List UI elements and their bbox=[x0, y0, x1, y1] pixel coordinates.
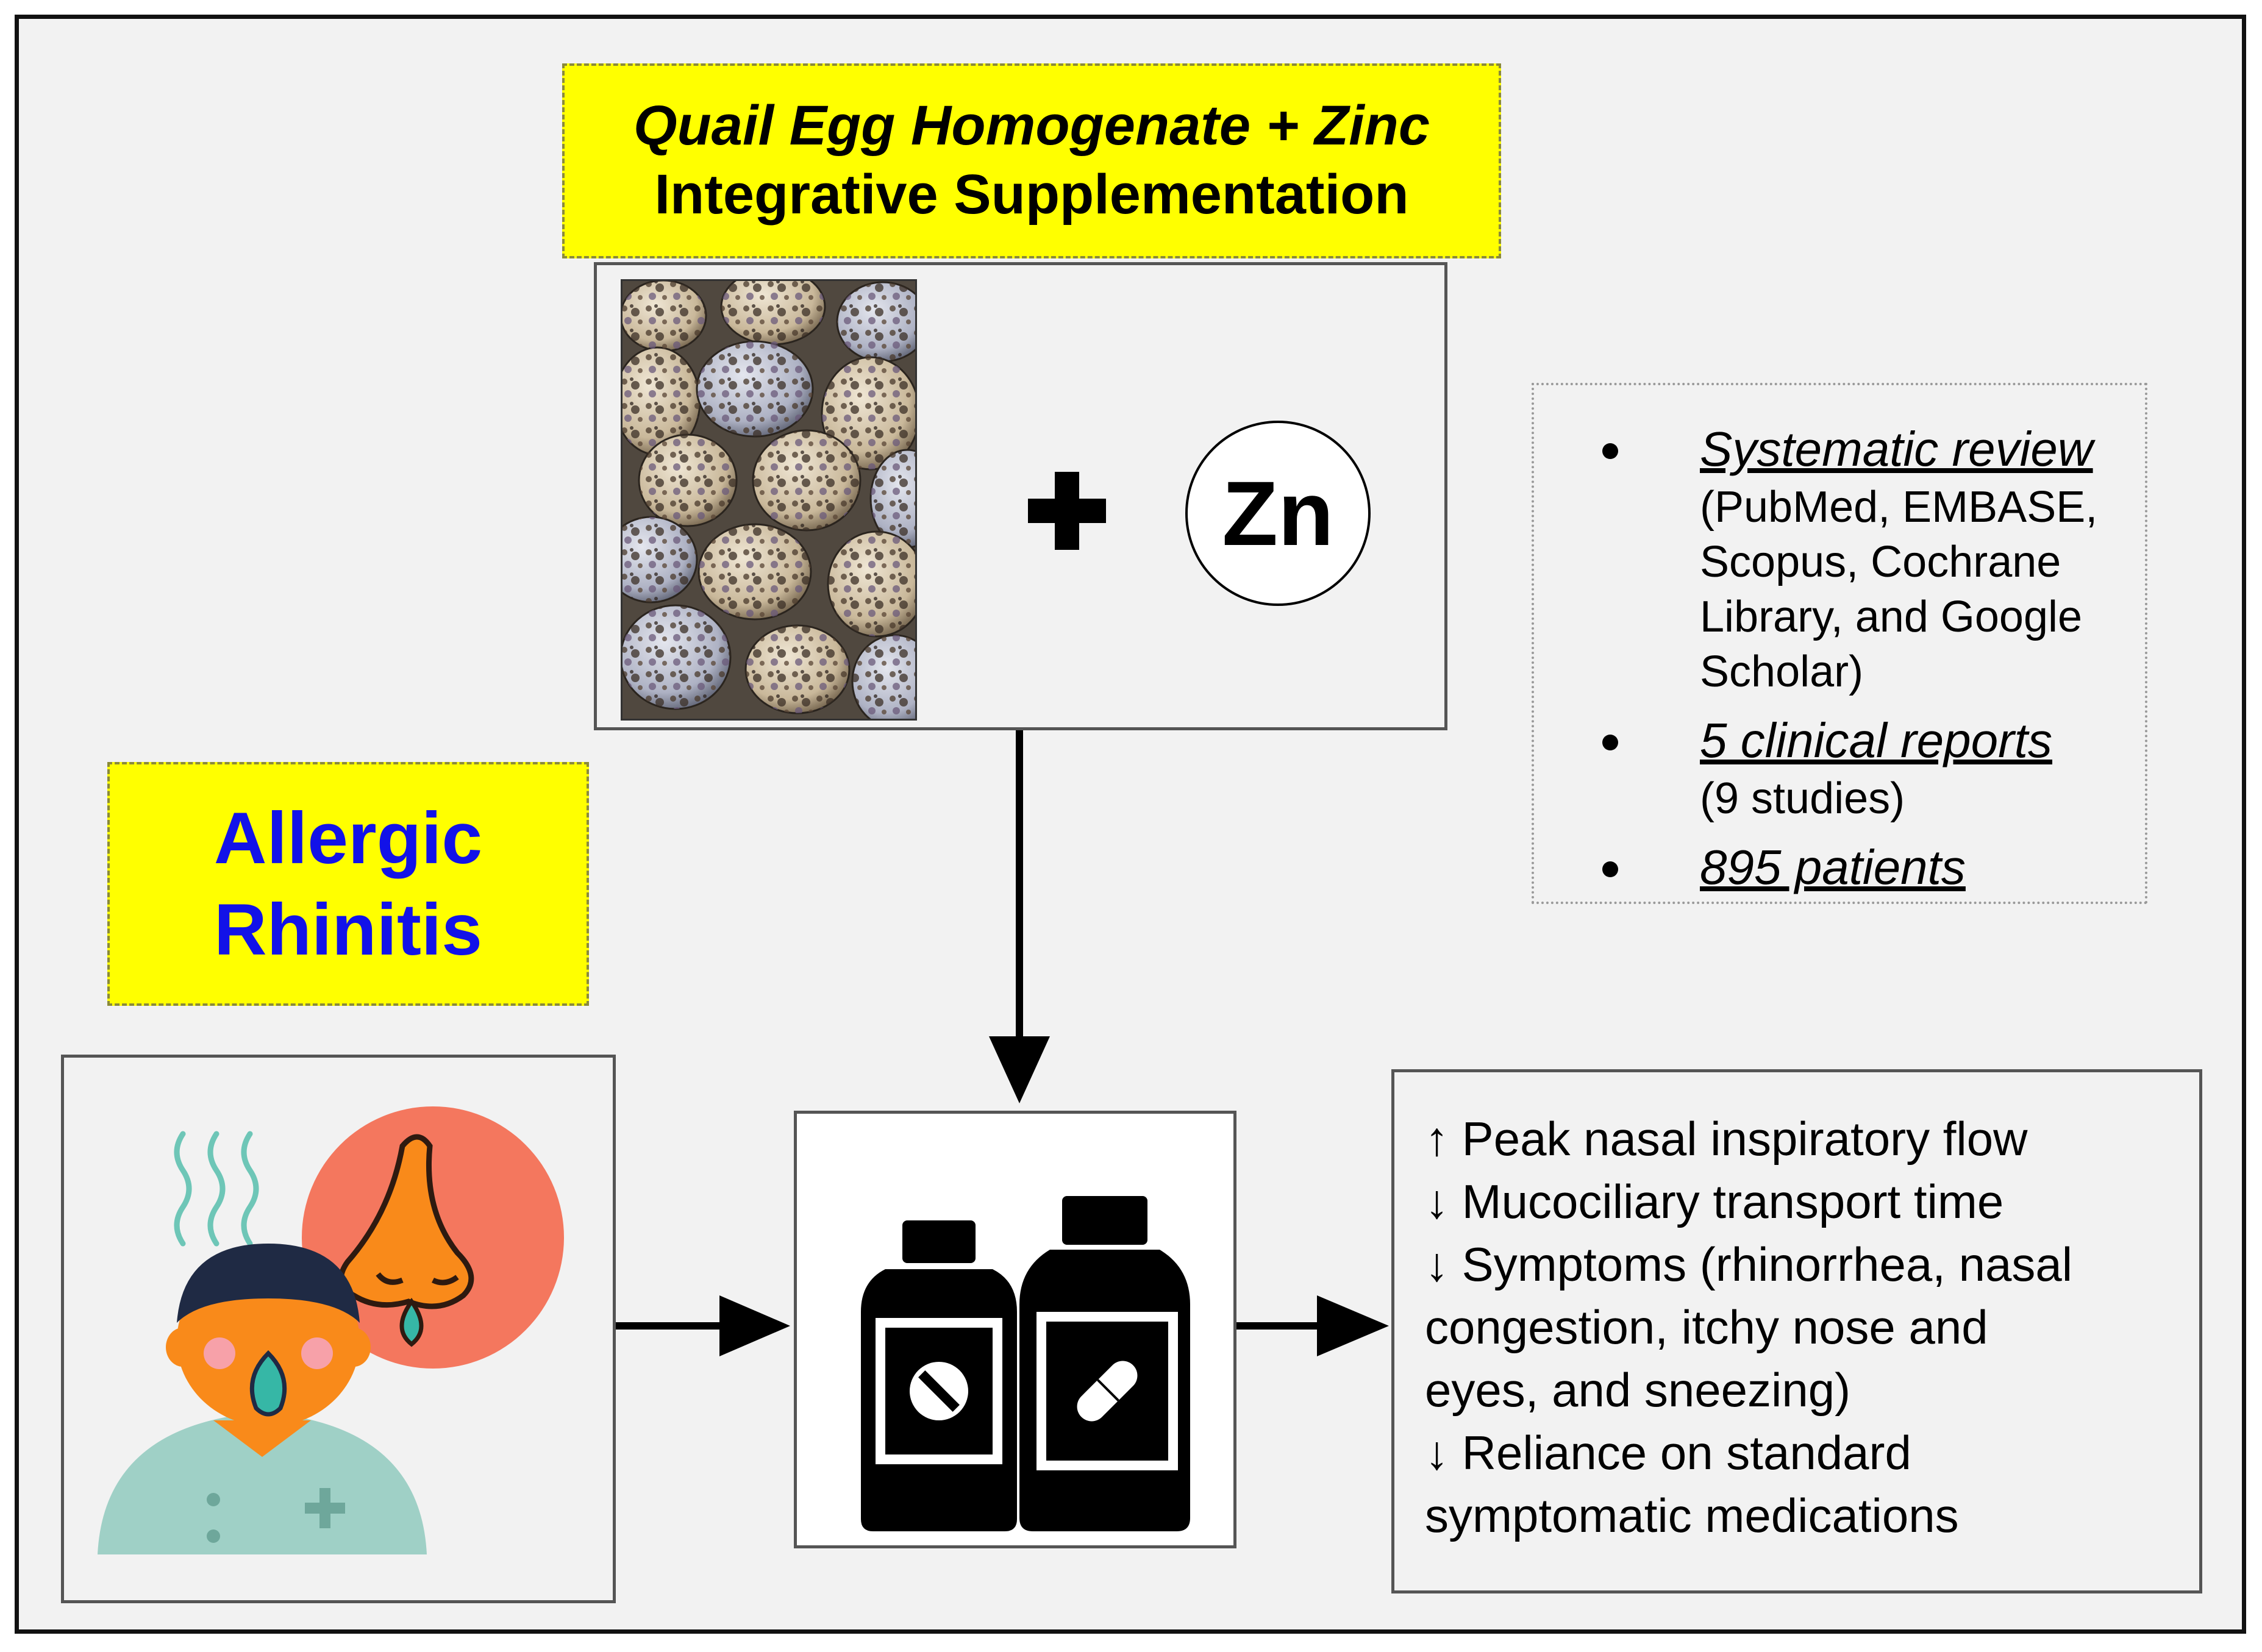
sick-person-icon bbox=[98, 1106, 564, 1554]
plus-icon bbox=[1028, 472, 1106, 550]
outcomes-box: ↑ Peak nasal inspiratory flow ↓ Mucocili… bbox=[1391, 1069, 2202, 1593]
outcome-line: congestion, itchy nose and bbox=[1425, 1300, 1988, 1354]
zinc-element-icon: Zn bbox=[1185, 421, 1371, 606]
medicine-bottles-icon bbox=[861, 1196, 1190, 1531]
outcome-line: ↓ Mucociliary transport time bbox=[1425, 1175, 2004, 1228]
outcome-line: ↑ Peak nasal inspiratory flow bbox=[1425, 1112, 2028, 1166]
pill-icon bbox=[910, 1362, 968, 1420]
review-item-main: Systematic review bbox=[1700, 422, 2093, 476]
arrow-down bbox=[989, 730, 1050, 1103]
condition-line1: Allergic bbox=[213, 797, 483, 879]
review-item-main: 895 patients bbox=[1700, 840, 1966, 894]
arrow-right-to-outcomes bbox=[1236, 1295, 1389, 1356]
runny-nose-icon bbox=[280, 1106, 564, 1369]
review-item: 895 patients bbox=[1534, 837, 2145, 898]
condition-line2: Rhinitis bbox=[214, 889, 482, 970]
review-summary-box: Systematic review (PubMed, EMBASE, Scopu… bbox=[1532, 383, 2147, 904]
condition-label-box: Allergic Rhinitis bbox=[107, 762, 589, 1006]
outcome-line: symptomatic medications bbox=[1425, 1489, 1959, 1542]
review-item: Systematic review (PubMed, EMBASE, Scopu… bbox=[1534, 419, 2145, 699]
outcome-line: eyes, and sneezing) bbox=[1425, 1363, 1851, 1417]
quail-eggs-photo bbox=[621, 279, 917, 721]
outcome-line: ↓ Symptoms (rhinorrhea, nasal bbox=[1425, 1237, 2073, 1291]
review-item-main: 5 clinical reports bbox=[1700, 713, 2053, 767]
arrow-right-to-medicine bbox=[616, 1295, 790, 1356]
zinc-symbol: Zn bbox=[1222, 461, 1334, 564]
review-item: 5 clinical reports (9 studies) bbox=[1534, 710, 2145, 826]
supplement-title-box: Quail Egg Homogenate + Zinc Integrative … bbox=[562, 63, 1501, 258]
outcome-line: ↓ Reliance on standard bbox=[1425, 1426, 1911, 1479]
review-item-detail: (PubMed, EMBASE, Scopus, Cochrane Librar… bbox=[1700, 483, 2098, 696]
review-list: Systematic review (PubMed, EMBASE, Scopu… bbox=[1534, 419, 2145, 898]
supplement-title-line2: Integrative Supplementation bbox=[654, 163, 1409, 226]
supplement-title-line1: Quail Egg Homogenate + Zinc bbox=[633, 94, 1430, 157]
capsule-icon bbox=[1077, 1361, 1138, 1422]
review-item-detail: (9 studies) bbox=[1700, 774, 1905, 823]
